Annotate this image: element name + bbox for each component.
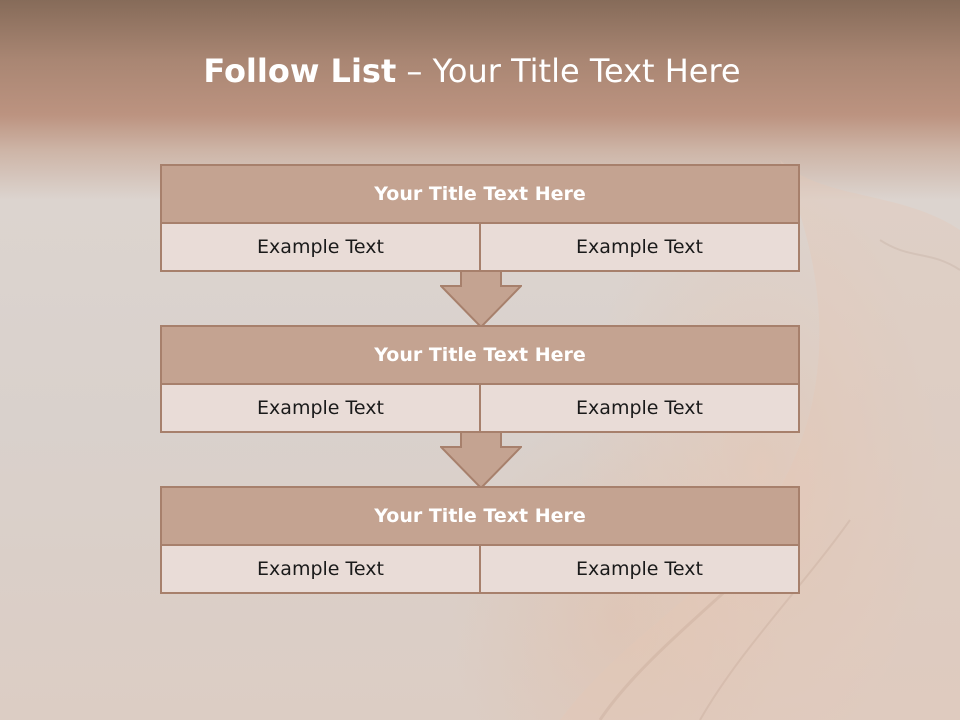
slide-title-bold: Follow List xyxy=(203,52,397,90)
block-title: Your Title Text Here xyxy=(162,166,798,222)
list-block: Your Title Text Here Example Text Exampl… xyxy=(160,164,800,272)
block-cell-left: Example Text xyxy=(162,385,479,431)
block-row: Example Text Example Text xyxy=(162,546,798,592)
down-arrow-icon xyxy=(440,270,522,328)
list-block: Your Title Text Here Example Text Exampl… xyxy=(160,325,800,433)
block-cell-right: Example Text xyxy=(481,385,798,431)
block-cell-left: Example Text xyxy=(162,224,479,270)
block-cell-right: Example Text xyxy=(481,546,798,592)
list-block: Your Title Text Here Example Text Exampl… xyxy=(160,486,800,594)
slide-title-rest: – Your Title Text Here xyxy=(396,52,741,90)
block-title: Your Title Text Here xyxy=(162,488,798,544)
block-cell-left: Example Text xyxy=(162,546,479,592)
block-row: Example Text Example Text xyxy=(162,385,798,431)
slide-title: Follow List – Your Title Text Here xyxy=(0,52,944,90)
block-row: Example Text Example Text xyxy=(162,224,798,270)
block-title: Your Title Text Here xyxy=(162,327,798,383)
block-cell-right: Example Text xyxy=(481,224,798,270)
down-arrow-icon xyxy=(440,431,522,489)
